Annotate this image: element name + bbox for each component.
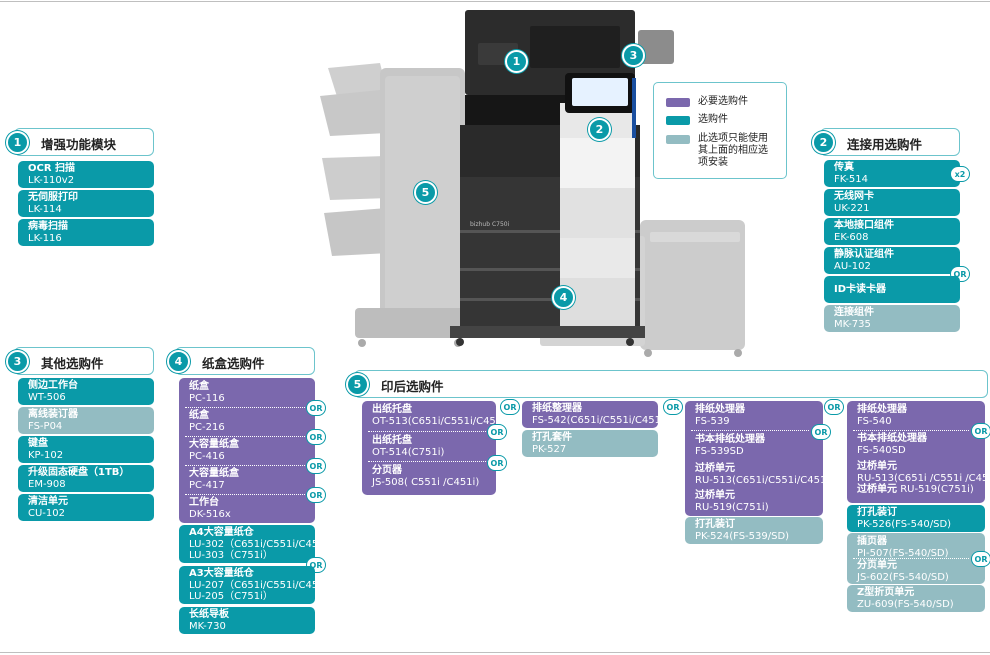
group-5-number: 5 [346,373,369,396]
or-badge: OR [306,487,326,503]
or-badge: OR [306,458,326,474]
main-body: bizhub C750i [450,10,674,346]
group-1-title: 增强功能模块 [41,137,117,152]
or-badge: OR [500,399,520,415]
option-id-card-reader: ID卡读卡器 [824,276,960,303]
option-relay-unit-ru513-ru519: 过桥单元 RU-513(C651i /C551i /C451i) 过桥单元 RU… [857,461,990,495]
finisher-fs539-block [685,401,823,516]
callout-1: 1 [505,50,528,73]
top-border [0,1,990,2]
divider [853,558,969,559]
group-4-title: 纸盒选购件 [202,356,265,371]
group-1-number: 1 [6,131,29,154]
group-2-title: 连接用选购件 [847,137,923,152]
printer-illustration: bizhub C750i [320,10,745,357]
paper-tray-block [179,378,315,523]
divider [185,407,305,408]
group-4-number: 4 [167,350,190,373]
or-badge: OR [487,455,507,471]
finisher-fs540-block [847,401,985,503]
divider [185,465,305,466]
legend-swatch-note [666,135,690,144]
or-badge: OR [811,424,831,440]
group-2-number: 2 [812,131,835,154]
output-tray-block [362,401,496,495]
group-4-header: 4 纸盒选购件 [167,347,315,375]
group-3-number: 3 [6,350,29,373]
callout-4: 4 [552,286,575,309]
or-badge: OR [306,400,326,416]
divider [691,430,809,431]
or-badge: OR [663,399,683,415]
group-5-title: 印后选购件 [381,379,444,394]
finisher-unit [320,63,465,347]
callout-2: 2 [588,118,611,141]
callout-5: 5 [414,181,437,204]
or-badge: OR [971,551,990,567]
divider [185,494,305,495]
legend-swatch-required [666,98,690,107]
group-3-title: 其他选购件 [41,356,104,371]
divider [368,431,492,432]
bottom-border [0,652,990,653]
group-1-header: 1 增强功能模块 [6,128,154,156]
or-badge: OR [971,423,990,439]
callout-3: 3 [622,44,645,67]
or-badge: OR [824,399,844,415]
divider [185,436,305,437]
divider [853,430,969,431]
group-3-header: 3 其他选购件 [6,347,154,375]
svg-text:bizhub C750i: bizhub C750i [470,221,510,228]
fax-quantity-badge: x2 [950,166,970,182]
divider [368,461,492,462]
option-ssd-upgrade: 升级固态硬盘（1TB）EM-908 [18,465,154,492]
or-badge: OR [306,429,326,445]
group-2-header: 2 连接用选购件 [812,128,960,156]
or-badge: OR [487,424,507,440]
legend: 必要选购件 选购件 此选项只能使用 其上面的相应选 项安装 [653,82,787,179]
legend-swatch-option [666,116,690,125]
group-5-header: 5 印后选购件 [346,370,988,398]
